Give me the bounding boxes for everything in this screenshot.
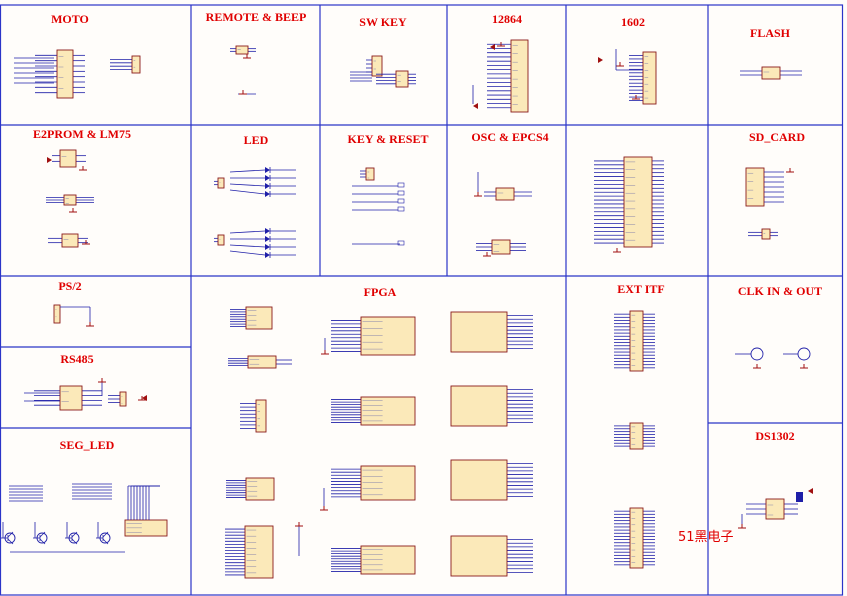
title-ps2: PS/2 bbox=[58, 279, 81, 293]
led-wire bbox=[229, 244, 266, 248]
title-e2prom-lm75: E2PROM & LM75 bbox=[33, 127, 131, 141]
section-grid bbox=[0, 4, 844, 596]
section-titles: MOTO REMOTE & BEEP SW KEY 12864 1602 FLA… bbox=[33, 10, 822, 452]
ic-package bbox=[245, 477, 275, 501]
led-diode bbox=[265, 183, 270, 189]
port-arrow bbox=[473, 103, 478, 109]
ic-package bbox=[761, 66, 781, 80]
ic-package bbox=[642, 51, 657, 105]
ic-package bbox=[63, 194, 77, 206]
transistor-emitter bbox=[39, 538, 46, 545]
ic-package bbox=[61, 233, 79, 248]
title-moto: MOTO bbox=[51, 12, 89, 26]
title-remote-beep: REMOTE & BEEP bbox=[206, 10, 307, 24]
led-wire bbox=[229, 189, 266, 195]
ic-package bbox=[450, 459, 508, 501]
transistor-collector bbox=[7, 531, 14, 538]
ic-package bbox=[255, 399, 267, 433]
title-sw-key: SW KEY bbox=[359, 15, 407, 29]
port-arrow bbox=[142, 395, 147, 401]
transistor-emitter bbox=[71, 538, 78, 545]
port-arrow bbox=[598, 57, 603, 63]
ic-package bbox=[235, 45, 249, 55]
title-seg-led: SEG_LED bbox=[60, 438, 115, 452]
ic-package bbox=[623, 156, 653, 248]
title-fpga: FPGA bbox=[364, 285, 397, 299]
pushbutton bbox=[397, 182, 405, 188]
led-diode bbox=[265, 191, 270, 197]
ic-package bbox=[365, 167, 375, 181]
ic-package bbox=[244, 525, 274, 579]
ic-package bbox=[629, 422, 644, 450]
ic-package bbox=[247, 355, 277, 369]
led-diode bbox=[265, 175, 270, 181]
reset-button bbox=[397, 240, 405, 246]
ic-package bbox=[217, 234, 225, 246]
ic-package bbox=[217, 177, 225, 189]
ic-package bbox=[371, 55, 383, 77]
led-diode bbox=[265, 167, 270, 173]
title-key-reset: KEY & RESET bbox=[348, 132, 429, 146]
led-diode bbox=[265, 252, 270, 258]
ic-package bbox=[360, 465, 416, 501]
ic-package bbox=[245, 306, 273, 330]
ic-package bbox=[131, 55, 141, 74]
port-arrow bbox=[47, 157, 52, 163]
ic-package bbox=[56, 49, 74, 99]
pushbutton bbox=[397, 198, 405, 204]
led-wire bbox=[229, 230, 266, 234]
led-diode bbox=[265, 228, 270, 234]
ic-package bbox=[629, 310, 644, 372]
clk-connector bbox=[797, 347, 811, 361]
transistor-collector bbox=[102, 531, 109, 538]
led-wire bbox=[229, 169, 266, 173]
title-12864: 12864 bbox=[492, 12, 522, 26]
ic-package bbox=[450, 385, 508, 427]
title-clk-in-out: CLK IN & OUT bbox=[738, 284, 822, 298]
led-diode bbox=[265, 236, 270, 242]
ic-package bbox=[395, 70, 409, 88]
ic-package bbox=[761, 228, 771, 240]
ic-package bbox=[59, 385, 83, 411]
ic-package bbox=[53, 304, 61, 324]
transistor-emitter bbox=[102, 538, 109, 545]
ic-package bbox=[450, 311, 508, 353]
title-flash: FLASH bbox=[750, 26, 791, 40]
ic-package bbox=[450, 535, 508, 577]
watermark: 51黑电子 bbox=[678, 530, 734, 545]
ic-package bbox=[59, 149, 77, 168]
ic-package bbox=[360, 396, 416, 426]
schematic-components bbox=[1, 39, 813, 579]
ic-package bbox=[495, 187, 515, 201]
led-diode bbox=[265, 244, 270, 250]
ic-package bbox=[360, 545, 416, 575]
title-ext-itf: EXT ITF bbox=[617, 282, 664, 296]
title-rs485: RS485 bbox=[60, 352, 93, 366]
title-ds1302: DS1302 bbox=[755, 429, 794, 443]
title-led: LED bbox=[244, 133, 269, 147]
ic-package bbox=[491, 239, 511, 255]
title-osc-epcs4: OSC & EPCS4 bbox=[471, 130, 548, 144]
ic-package bbox=[745, 167, 765, 207]
transistor-collector bbox=[39, 531, 46, 538]
led-wire bbox=[229, 250, 266, 256]
title-1602: 1602 bbox=[621, 15, 645, 29]
port-arrow bbox=[808, 488, 813, 494]
ic-package bbox=[360, 316, 416, 356]
led-wire bbox=[229, 183, 266, 187]
ic-package bbox=[510, 39, 529, 113]
pushbutton bbox=[397, 190, 405, 196]
clk-connector bbox=[750, 347, 764, 361]
title-sd-card: SD_CARD bbox=[749, 130, 805, 144]
port-arrow bbox=[490, 44, 495, 50]
transistor-emitter bbox=[7, 538, 14, 545]
transistor-collector bbox=[71, 531, 78, 538]
pushbutton bbox=[397, 206, 405, 212]
ic-package bbox=[629, 507, 644, 569]
ic-package bbox=[119, 391, 127, 407]
ic-package bbox=[765, 498, 785, 520]
battery-cell bbox=[796, 492, 803, 502]
